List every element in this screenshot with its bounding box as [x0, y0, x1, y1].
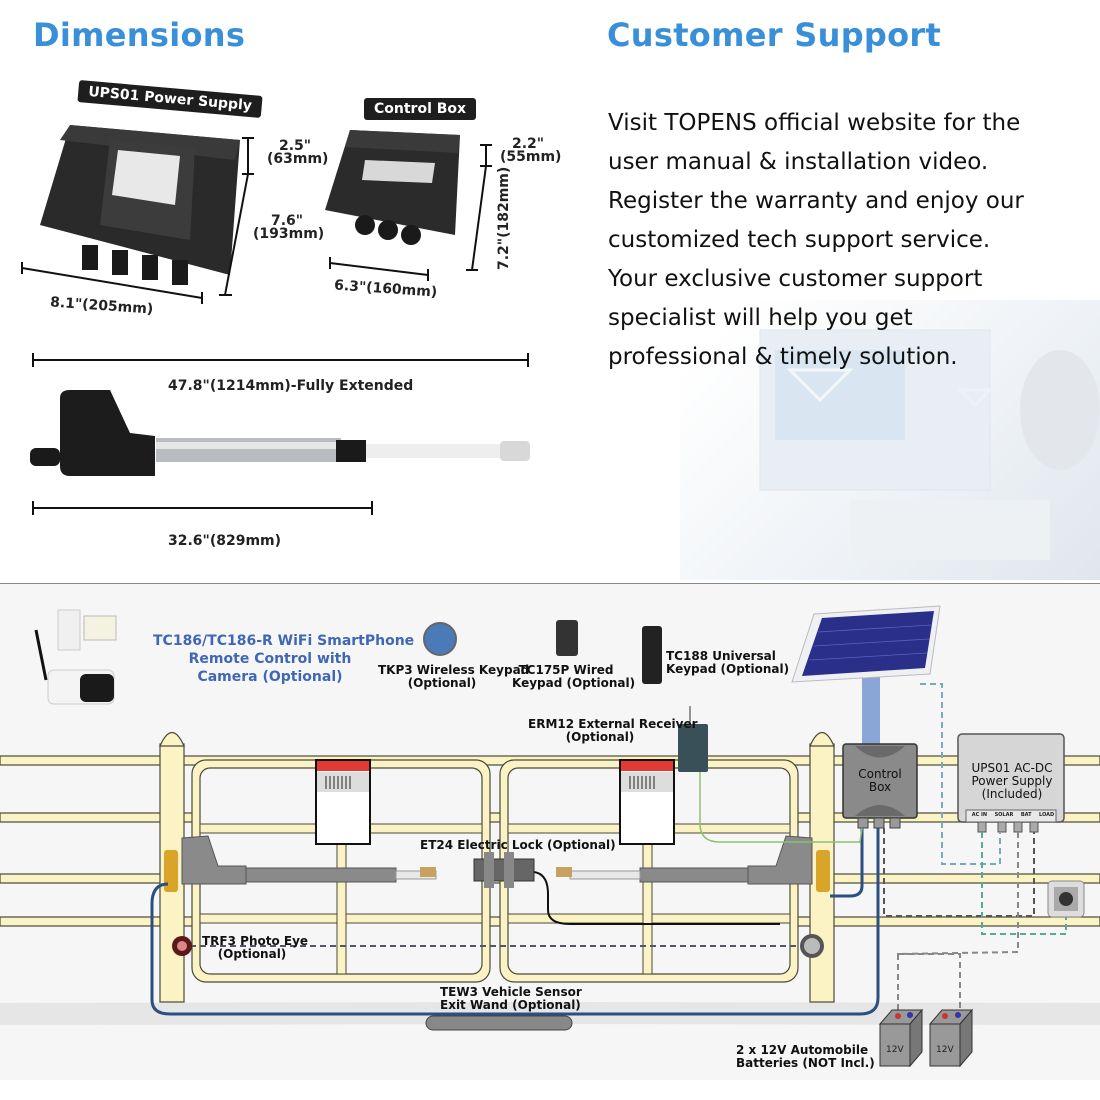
diagram-drawing: 12V 12V: [0, 605, 1100, 1068]
control-box-diagram: [842, 743, 918, 829]
tc175p-label-line: Keypad (Optional): [512, 676, 636, 690]
support-text: Visit TOPENS official website for the us…: [608, 104, 1078, 377]
tc175p-label: TC175P Wired Keypad (Optional): [512, 663, 636, 690]
camera-label-line: Camera (Optional): [197, 669, 343, 685]
ups-ports: AC IN SOLAR BAT LOAD: [968, 812, 1058, 818]
tkp3-label: TKP3 Wireless Keypad (Optional): [378, 663, 530, 690]
batteries-label: 2 x 12V Automobile Batteries (NOT Incl.): [736, 1043, 875, 1070]
ups-port-label: LOAD: [1039, 812, 1055, 818]
cb-depth-label: 7.2"(182mm): [496, 166, 512, 270]
tc188-label-line: Keypad (Optional): [666, 662, 790, 676]
trf3-label-line: (Optional): [217, 947, 287, 961]
support-line: Visit TOPENS official website for the: [608, 110, 1021, 136]
control-box-label: Control Box: [850, 768, 910, 794]
trf3-label: TRF3 Photo Eye (Optional): [202, 934, 309, 961]
batteries-label-line: Batteries (NOT Incl.): [736, 1056, 875, 1070]
erm12-label-line: ERM12 External Receiver: [528, 717, 698, 731]
dimension-lines: [21, 137, 492, 304]
tc188-label: TC188 Universal Keypad (Optional): [666, 649, 790, 676]
batteries-label-line: 2 x 12V Automobile: [736, 1043, 869, 1057]
ups-port-label: BAT: [1020, 812, 1032, 818]
erm12-label: ERM12 External Receiver (Optional): [528, 717, 698, 744]
tew3-label-line: Exit Wand (Optional): [440, 998, 581, 1012]
support-line: Your exclusive customer support: [608, 266, 983, 292]
tkp3-label-line: TKP3 Wireless Keypad: [378, 663, 530, 677]
solar-panel: [791, 605, 941, 754]
ups-depth-mm: (193mm): [253, 226, 325, 242]
warning-sign-right: [619, 759, 675, 845]
tc188-label-line: TC188 Universal: [666, 649, 776, 663]
support-line: Register the warranty and enjoy our: [608, 188, 1024, 214]
section-divider: [0, 583, 1100, 584]
camera-device: [34, 609, 117, 705]
ups-port-label: SOLAR: [994, 812, 1014, 818]
control-box-label-line: Control: [858, 767, 902, 781]
camera-label-line: TC186/TC186-R WiFi SmartPhone: [153, 633, 415, 649]
ups-label-line: UPS01 AC-DC: [971, 761, 1053, 775]
camera-label-line: Remote Control with: [188, 651, 352, 667]
external-receiver: [678, 706, 708, 772]
cb-height-label: 2.2" (55mm): [500, 136, 562, 165]
control-box-image: [320, 125, 470, 255]
electric-lock: [473, 852, 535, 888]
power-supply-image: [30, 110, 240, 300]
ups-height-mm: (63mm): [267, 151, 329, 167]
ups-label: UPS01 AC-DC Power Supply (Included): [960, 762, 1064, 801]
actuator-image: [30, 390, 530, 476]
tc188-keypad-device: [642, 626, 662, 684]
actuator-dimension-lines: [32, 353, 529, 515]
tc175p-label-line: TC175P Wired: [518, 663, 614, 677]
ups-label-line: Power Supply: [971, 774, 1053, 788]
installation-diagram: 12V 12V: [0, 584, 1100, 1080]
support-heading: Customer Support: [607, 16, 942, 54]
ups-depth-in: 7.6": [271, 213, 304, 229]
trf3-label-line: TRF3 Photo Eye: [202, 934, 309, 948]
battery-label: 12V: [886, 1045, 904, 1055]
tkp3-label-line: (Optional): [407, 676, 477, 690]
ups-depth-label: 7.6" (193mm): [253, 213, 325, 242]
erm12-label-line: (Optional): [565, 730, 635, 744]
cb-height-in: 2.2": [512, 136, 545, 152]
support-line: customized tech support service.: [608, 227, 991, 253]
cb-height-mm: (55mm): [500, 149, 562, 165]
battery-label: 12V: [936, 1045, 954, 1055]
tew3-label-line: TEW3 Vehicle Sensor: [440, 985, 582, 999]
ups-label-line: (Included): [981, 787, 1043, 801]
ups-height-in: 2.5": [279, 138, 312, 154]
ups-height-label: 2.5" (63mm): [267, 138, 329, 167]
support-line: specialist will help you get: [608, 305, 913, 331]
warning-sign-left: [315, 759, 371, 845]
tc175p-keypad-device: [556, 620, 578, 656]
ups-diagram: [957, 733, 1065, 833]
wall-outlet: [1047, 880, 1085, 918]
control-box-label-line: Box: [868, 780, 892, 794]
et24-label: ET24 Electric Lock (Optional): [420, 838, 616, 852]
batteries: 12V 12V: [878, 1008, 974, 1068]
support-background-image: [680, 300, 1100, 580]
support-line: professional & timely solution.: [608, 344, 958, 370]
camera-label: TC186/TC186-R WiFi SmartPhone Remote Con…: [153, 632, 415, 686]
actuator-extended-label: 47.8"(1214mm)-Fully Extended: [168, 378, 414, 394]
gate-opener-right: [556, 835, 830, 892]
ups-port-label: AC IN: [971, 812, 988, 818]
gate-opener-left: [164, 835, 437, 892]
actuator-retracted-label: 32.6"(829mm): [168, 533, 282, 549]
support-line: user manual & installation video.: [608, 149, 989, 175]
dimensions-heading: Dimensions: [33, 16, 246, 54]
tew3-label: TEW3 Vehicle Sensor Exit Wand (Optional): [440, 985, 582, 1012]
control-box-tag: Control Box: [364, 98, 477, 120]
